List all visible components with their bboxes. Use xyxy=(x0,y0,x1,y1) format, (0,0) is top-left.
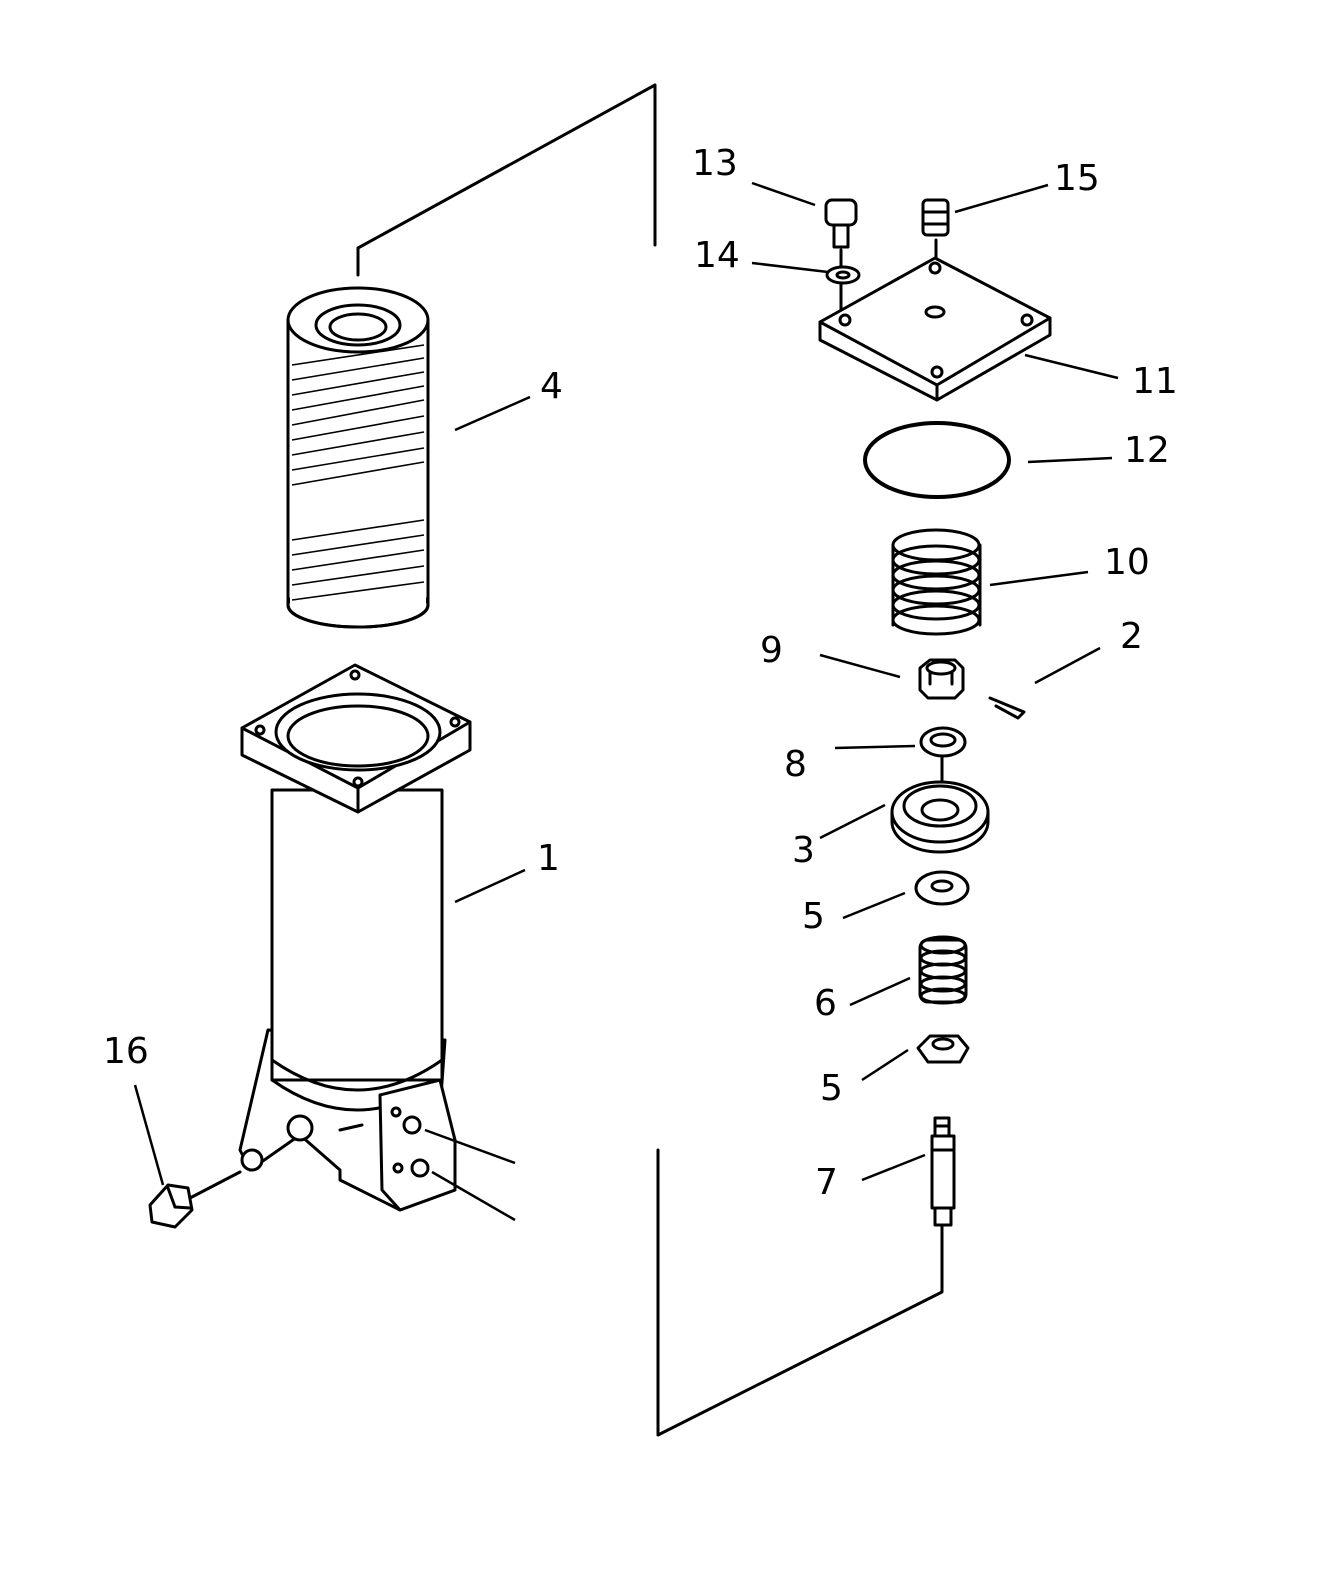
cover xyxy=(818,256,1052,402)
callout-14: 14 xyxy=(694,235,740,276)
valve-seat xyxy=(919,726,967,758)
callout-3: 3 xyxy=(792,830,815,871)
callout-5-lower: 5 xyxy=(820,1068,843,1109)
callout-5-upper: 5 xyxy=(802,896,825,937)
callout-6: 6 xyxy=(814,983,837,1024)
callout-16: 16 xyxy=(103,1031,149,1072)
callout-1: 1 xyxy=(537,838,560,879)
leader-lines xyxy=(133,181,1119,1186)
o-ring xyxy=(863,421,1011,499)
stud xyxy=(930,1116,956,1227)
valve-spring xyxy=(918,935,968,1005)
assembly-bracket-top xyxy=(356,83,657,277)
valve xyxy=(890,754,990,854)
bolt xyxy=(824,198,858,312)
filter-case xyxy=(238,663,516,1222)
spring-seat-lower xyxy=(916,1034,970,1064)
plug xyxy=(148,1170,242,1229)
callout-labels: 4 1 16 13 14 15 11 12 10 9 2 8 3 5 6 5 7 xyxy=(103,143,1178,1203)
callout-9: 9 xyxy=(760,630,783,671)
callout-2: 2 xyxy=(1120,616,1143,657)
callout-8: 8 xyxy=(784,744,807,785)
assembly-bracket-bottom xyxy=(656,1148,944,1437)
callout-12: 12 xyxy=(1124,430,1170,471)
callout-15: 15 xyxy=(1054,158,1100,199)
filter-element xyxy=(286,286,430,629)
castle-nut xyxy=(918,658,965,700)
callout-11: 11 xyxy=(1132,361,1178,402)
washer xyxy=(825,265,861,285)
cotter-pin xyxy=(988,696,1026,720)
callout-10: 10 xyxy=(1104,542,1150,583)
spring-seat-upper xyxy=(914,870,970,906)
callout-7: 7 xyxy=(815,1162,838,1203)
callout-13: 13 xyxy=(692,143,738,184)
callout-4: 4 xyxy=(540,366,563,407)
spring xyxy=(891,528,982,636)
